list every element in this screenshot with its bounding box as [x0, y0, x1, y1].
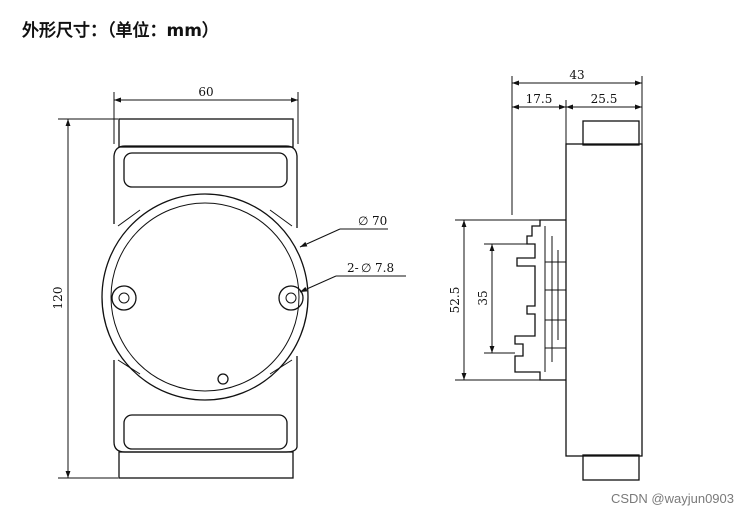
front-top-cap: [118, 118, 294, 148]
dimension-rail-35: 35: [476, 243, 527, 354]
dim-label-60: 60: [198, 85, 213, 99]
side-bottom-cap: [582, 454, 640, 481]
leader-hole-diameter: 2- ∅ 7.8: [299, 261, 406, 293]
dim-label-35: 35: [476, 290, 490, 305]
dimension-width-60: 60: [113, 85, 299, 144]
circle-diameter-glyph: ∅: [358, 214, 368, 228]
page-title: 外形尺寸：（单位：mm）: [22, 21, 219, 41]
leader-diameter-70: ∅ 70: [299, 214, 388, 248]
front-inner-circle: [110, 202, 300, 392]
side-main-body: [565, 143, 643, 457]
dim-label-52-5: 52.5: [448, 287, 462, 314]
side-clip-ribs: [544, 226, 566, 372]
dim-label-43: 43: [569, 68, 584, 82]
side-top-cap: [582, 120, 640, 146]
front-main-circle: [101, 193, 309, 401]
side-din-clip: [514, 219, 566, 381]
mounting-hole-left: [111, 285, 137, 311]
front-body-outline: [113, 145, 298, 453]
dim-label-70: 70: [372, 214, 387, 228]
dim-label-7-8: 7.8: [375, 261, 394, 275]
front-bottom-cap: [118, 451, 294, 479]
dimension-depth-split: 17.5 25.5: [512, 92, 642, 144]
side-view: [514, 120, 643, 481]
hole-diameter-glyph: ∅: [361, 261, 371, 275]
indicator-hole: [217, 373, 229, 385]
dim-label-25-5: 25.5: [591, 92, 618, 106]
dimension-rail-52-5: 52.5: [448, 219, 540, 381]
hole-count-prefix: 2-: [347, 261, 359, 275]
dimension-height-120: 120: [51, 118, 118, 479]
dimension-depth-43: 43: [511, 68, 643, 215]
dim-label-120: 120: [51, 287, 65, 310]
front-view: [101, 118, 309, 479]
front-shoulder-lines: [117, 209, 293, 375]
dim-label-17-5: 17.5: [526, 92, 553, 106]
mounting-hole-right: [278, 285, 304, 311]
front-top-window: [123, 152, 288, 188]
front-bottom-window: [123, 414, 288, 450]
watermark: CSDN @wayjun0903: [610, 491, 734, 506]
